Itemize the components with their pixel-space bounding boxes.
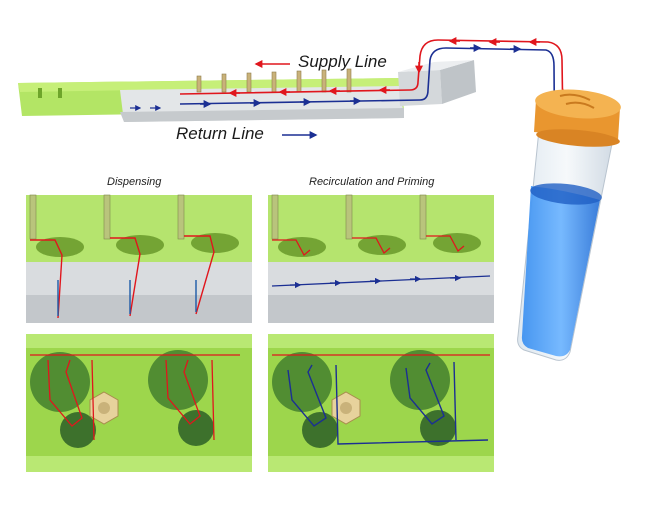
panel-dispensing-side xyxy=(26,194,252,323)
reagent-vial xyxy=(517,89,621,361)
return-line-label: Return Line xyxy=(176,124,264,143)
fitting-screws xyxy=(196,68,352,93)
top-manifold xyxy=(18,60,476,122)
dispensing-label: Dispensing xyxy=(107,176,162,188)
vial-cap xyxy=(534,89,621,147)
panel-recirculation-top xyxy=(268,334,494,472)
recirculation-label: Recirculation and Priming xyxy=(309,176,435,188)
panel-recirculation-side xyxy=(268,194,494,323)
panel-dispensing-top xyxy=(26,334,252,472)
supply-line-label: Supply Line xyxy=(298,52,387,71)
